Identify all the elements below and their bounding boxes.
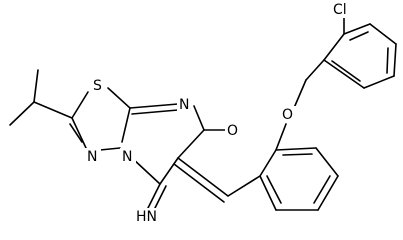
bond [323, 59, 365, 89]
bond [275, 147, 317, 151]
bond [69, 123, 83, 143]
bond [349, 31, 369, 41]
bond [131, 157, 161, 185]
bond [386, 47, 389, 74]
imine-label: HN [136, 209, 157, 225]
bond [33, 101, 73, 119]
bond [331, 60, 361, 82]
bond [129, 103, 179, 109]
bond [259, 149, 277, 177]
ether-oxygen-label: O [282, 107, 293, 123]
ketone-oxygen-label: O [227, 123, 238, 139]
bond [369, 23, 397, 45]
bond [71, 91, 89, 119]
nitrogen-label: N [179, 97, 189, 113]
bond [227, 175, 261, 197]
bond [121, 107, 131, 143]
bond [363, 75, 395, 89]
bond [275, 123, 287, 151]
bond [107, 87, 131, 109]
molecule-drawing: Cl S N O O N N HN [9, 1, 397, 225]
bond [177, 157, 229, 197]
bond [305, 59, 325, 81]
bond [282, 153, 313, 156]
bond [293, 79, 307, 109]
azole-nitrogen-label: N [87, 149, 97, 165]
bond [266, 175, 282, 204]
sulfur-label: S [93, 78, 102, 94]
bond [315, 147, 339, 177]
bond [71, 117, 87, 149]
bond [99, 147, 121, 151]
bond [193, 105, 205, 131]
chlorine-label: Cl [333, 2, 347, 18]
bond [393, 43, 397, 77]
bond [259, 175, 277, 211]
bond [33, 69, 39, 103]
bond [9, 101, 35, 126]
bridgehead-nitrogen-label: N [122, 149, 132, 165]
bond [159, 157, 179, 185]
bond [323, 33, 345, 61]
bond [147, 183, 161, 209]
bond [153, 185, 167, 211]
bond [343, 23, 371, 35]
bond [173, 163, 225, 203]
bond [177, 129, 205, 159]
bond [317, 175, 339, 211]
chemical-structure-canvas: Cl S N O O N N HN [9, 1, 397, 225]
bond [313, 175, 331, 204]
bond [131, 109, 179, 115]
